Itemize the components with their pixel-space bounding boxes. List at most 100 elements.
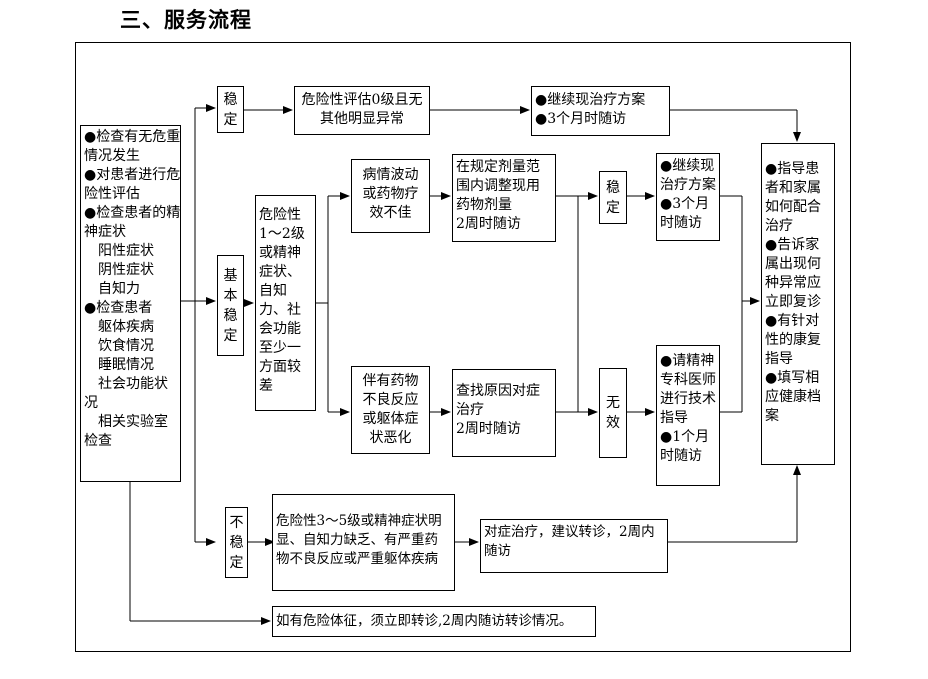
guidance-line: 治疗 [765, 218, 793, 234]
fluctuate-line: 效不佳 [369, 205, 412, 221]
adverse-line: 伴有药物 [362, 373, 419, 389]
risk12-box: 危险性 1～2级 或精神 症状、 自知 力、社 会功能 至少一 方面较 差 [255, 195, 316, 411]
risk12-line: 差 [259, 378, 273, 394]
check-line: 饮食情况 [98, 338, 154, 354]
guidance-line: 立即复诊 [765, 294, 821, 310]
ineffective-box: 无 效 [599, 368, 627, 458]
check-line: ●检查有无危重 [84, 129, 181, 145]
ineffective-char: 效 [606, 415, 620, 431]
continue-mid-line: ●继续现 [660, 158, 715, 174]
risk0-line: 其他明显异常 [320, 111, 404, 127]
fluctuate-line: 或药物疗 [362, 186, 419, 202]
find-cause-line: 2周时随访 [456, 421, 521, 437]
danger-box: 如有危险体征，须立即转诊,2周内随访转诊情况。 [272, 606, 596, 637]
unstable-char: 稳 [229, 534, 244, 551]
find-cause-line: 治疗 [456, 402, 484, 418]
guidance-line: ●有针对 [765, 313, 820, 329]
page-title: 三、服务流程 [120, 8, 252, 32]
risk12-line: 会功能 [259, 321, 301, 337]
basic-stable-char: 基 [223, 267, 238, 284]
risk35-line: 危险性3～5级或精神症状明 [276, 513, 442, 529]
check-box: ●检查有无危重 情况发生 ●对患者进行危 险性评估 ●检查患者的精 神症状 阳性… [80, 125, 181, 482]
flowchart-frame [75, 42, 851, 652]
risk12-line: 方面较 [259, 359, 301, 375]
risk35-line: 物不良反应或严重躯体疾病 [276, 551, 438, 567]
find-cause-line: 查找原因对症 [456, 383, 540, 399]
check-line: 检查 [84, 433, 112, 449]
guidance-line: ●告诉家 [765, 237, 820, 253]
referral-box: 对症治疗，建议转诊，2周内 随访 [480, 519, 668, 573]
check-line: 相关实验室 [98, 414, 168, 430]
find-cause-box: 查找原因对症 治疗 2周时随访 [452, 369, 556, 457]
danger-line: 如有危险体征，须立即转诊,2周内随访转诊情况。 [276, 613, 573, 629]
unstable-box: 不 稳 定 [225, 507, 248, 578]
adverse-line: 状恶化 [369, 430, 412, 446]
psych-help-line: 时随访 [660, 448, 702, 464]
guidance-line: ●填写相 [765, 370, 820, 386]
check-line: 况 [84, 395, 98, 411]
risk0-line: 危险性评估0级且无 [301, 92, 423, 108]
guidance-line: 应健康档 [765, 389, 821, 405]
stable-mid-box: 稳 定 [599, 171, 627, 224]
guidance-line: 属出现何 [765, 256, 821, 272]
adverse-box: 伴有药物 不良反应 或躯体症 状恶化 [351, 366, 430, 454]
stable-mid-char: 定 [606, 199, 620, 216]
check-line: 躯体疾病 [98, 319, 154, 335]
guidance-line: ●指导患 [765, 161, 820, 177]
psych-help-box: ●请精神 专科医师 进行技术 指导 ●1个月 时随访 [656, 345, 720, 486]
risk35-box: 危险性3～5级或精神症状明 显、自知力缺乏、有严重药 物不良反应或严重躯体疾病 [272, 494, 455, 591]
risk35-line: 显、自知力缺乏、有严重药 [276, 532, 438, 548]
stable-top-box: 稳 定 [217, 86, 244, 133]
risk12-line: 1～2级 [259, 226, 305, 242]
check-line: 自知力 [98, 281, 140, 297]
guidance-line: 者和家属 [765, 180, 821, 196]
referral-line: 对症治疗，建议转诊，2周内 [484, 524, 655, 540]
guidance-line: 如何配合 [765, 199, 821, 215]
unstable-char: 定 [229, 554, 244, 571]
psych-help-line: ●请精神 [660, 353, 715, 369]
guidance-line: 性的康复 [765, 332, 821, 348]
check-line: 睡眠情况 [98, 357, 154, 373]
stable-mid-char: 稳 [606, 179, 620, 196]
adjust-line: 围内调整现用 [456, 178, 540, 194]
risk0-box: 危险性评估0级且无 其他明显异常 [294, 86, 430, 135]
unstable-char: 不 [229, 514, 244, 531]
risk12-line: 至少一 [259, 340, 301, 356]
continue-mid-line: ●3个月 [660, 196, 710, 212]
check-line: 阳性症状 [98, 243, 154, 259]
risk12-line: 自知 [259, 283, 287, 299]
guidance-line: 种异常应 [765, 275, 821, 291]
adjust-line: 药物剂量 [456, 197, 512, 213]
risk12-line: 力、社 [259, 302, 301, 318]
check-line: 阴性症状 [98, 262, 154, 278]
check-line: 社会功能状 [98, 376, 168, 392]
basic-stable-char: 稳 [223, 307, 238, 324]
continue-mid-line: 时随访 [660, 215, 702, 231]
referral-line: 随访 [484, 543, 511, 559]
continue-mid-box: ●继续现 治疗方案 ●3个月 时随访 [656, 153, 720, 241]
basic-stable-char: 定 [223, 327, 238, 344]
fluctuate-line: 病情波动 [362, 167, 419, 183]
stable-top-char: 稳 [223, 91, 238, 108]
ineffective-char: 无 [606, 395, 620, 411]
risk12-line: 或精神 [259, 245, 301, 261]
adjust-line: 在规定剂量范 [456, 159, 540, 175]
check-line: ●检查患者的精 [84, 205, 181, 221]
psych-help-line: 指导 [660, 410, 688, 426]
stable-top-char: 定 [223, 111, 238, 128]
guidance-line: 指导 [765, 351, 793, 367]
adverse-line: 不良反应 [362, 392, 419, 408]
basic-stable-box: 基 本 稳 定 [217, 255, 244, 356]
check-line: 险性评估 [84, 186, 140, 202]
check-line: ●对患者进行危 [84, 167, 181, 183]
adverse-line: 或躯体症 [362, 411, 419, 427]
psych-help-line: 进行技术 [660, 391, 716, 407]
risk12-line: 危险性 [259, 207, 301, 223]
adjust-line: 2周时随访 [456, 216, 521, 232]
guidance-box: ●指导患 者和家属 如何配合 治疗 ●告诉家 属出现何 种异常应 立即复诊 ●有… [761, 143, 835, 465]
risk12-line: 症状、 [259, 264, 301, 280]
basic-stable-char: 本 [223, 287, 238, 304]
check-line: 神症状 [84, 224, 126, 240]
check-line: 情况发生 [84, 148, 140, 164]
